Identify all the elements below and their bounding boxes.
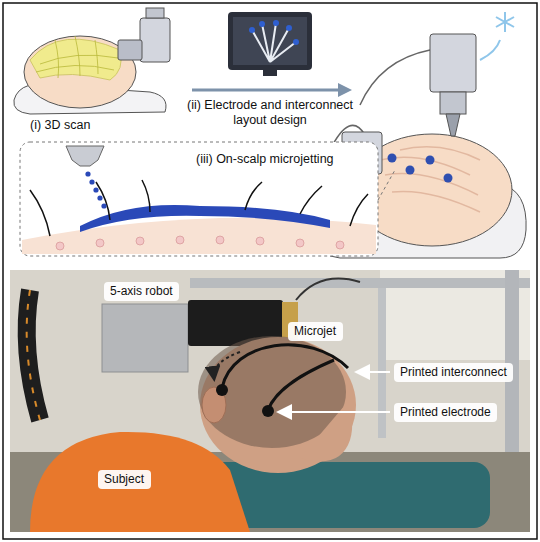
process-arrowhead xyxy=(338,83,352,97)
process-arrow xyxy=(192,89,340,92)
cell xyxy=(96,239,104,247)
part-label-text: Printed interconnect xyxy=(400,365,507,380)
lab-background xyxy=(10,270,530,532)
step-label: (iii) On-scalp microjetting xyxy=(196,152,371,167)
monitor-screen xyxy=(233,17,307,65)
droplet xyxy=(85,171,90,176)
layout-electrode xyxy=(273,20,279,26)
printed-interconnect-line xyxy=(268,360,334,410)
layout-lines xyxy=(252,23,296,62)
layout-electrode xyxy=(259,21,265,27)
printed-electrode-dot xyxy=(216,384,228,396)
tube xyxy=(360,50,430,105)
robot-body xyxy=(102,304,188,372)
layout-electrode xyxy=(249,27,255,33)
electrode xyxy=(388,154,397,163)
droplet xyxy=(97,195,102,200)
droplet xyxy=(89,179,94,184)
leader-arrow xyxy=(280,411,390,413)
frame-bar xyxy=(190,278,530,288)
inset-leader xyxy=(378,170,395,200)
cell xyxy=(176,236,184,244)
printed-electrode-dot xyxy=(262,405,274,417)
hair xyxy=(30,180,368,236)
inset xyxy=(20,142,395,256)
part-label: Printed electrode xyxy=(394,403,497,422)
frame-post xyxy=(378,288,386,438)
skin-cells xyxy=(56,236,344,250)
microjet-mid xyxy=(440,92,466,114)
part-label: Printed interconnect xyxy=(394,363,513,382)
monitor-stand xyxy=(263,70,277,76)
step-label: (ii) Electrode and interconnect layout d… xyxy=(185,98,355,128)
part-label: 5-axis robot xyxy=(104,282,179,301)
scan-head xyxy=(14,8,170,114)
dotted-motion-arrow xyxy=(214,352,240,378)
cable-chain-marks xyxy=(27,290,40,420)
step-label: (i) 3D scan xyxy=(30,118,150,133)
microjet-body xyxy=(430,34,476,92)
printed-ink-layer xyxy=(80,205,330,232)
droplet xyxy=(101,203,106,208)
droplet xyxy=(93,187,98,192)
nozzle xyxy=(66,146,104,166)
face xyxy=(300,405,352,461)
scan-mesh xyxy=(30,39,121,80)
electrode xyxy=(406,166,415,175)
cell xyxy=(336,241,344,249)
figure-border xyxy=(3,3,537,539)
cable-chain xyxy=(27,290,40,420)
ink-droplets xyxy=(85,171,106,208)
part-label: Microjet xyxy=(288,322,343,341)
cell xyxy=(56,242,64,250)
monitor xyxy=(228,12,312,76)
cooling-flow xyxy=(480,40,500,60)
electrode xyxy=(426,156,435,165)
interconnects xyxy=(380,147,480,212)
part-label: Subject xyxy=(98,470,151,489)
snowflake-arm xyxy=(496,17,514,27)
snowflake-arm xyxy=(496,17,514,27)
part-label-text: Subject xyxy=(104,472,145,487)
printed-interconnect-line xyxy=(222,345,348,388)
cell xyxy=(256,237,264,245)
layout-electrode xyxy=(293,39,299,45)
microjet-tube xyxy=(296,279,360,300)
inset-frame xyxy=(20,142,378,256)
part-label-text: Printed electrode xyxy=(400,405,491,420)
cell xyxy=(296,239,304,247)
photo xyxy=(10,270,530,532)
snowflake-icon xyxy=(496,12,514,32)
cell xyxy=(216,236,224,244)
monitor-frame xyxy=(228,12,312,70)
cell xyxy=(136,237,144,245)
scanner-body xyxy=(140,18,170,62)
part-label-text: 5-axis robot xyxy=(110,284,173,299)
electrode xyxy=(444,174,453,183)
scanner-mount xyxy=(146,8,164,18)
scan-mesh-lines xyxy=(36,36,118,78)
leader-arrow xyxy=(358,371,390,373)
microjet-nozzle xyxy=(446,114,460,136)
scanner-lens xyxy=(118,40,142,60)
part-label-text: Microjet xyxy=(294,324,337,339)
layout-electrode xyxy=(286,25,292,31)
